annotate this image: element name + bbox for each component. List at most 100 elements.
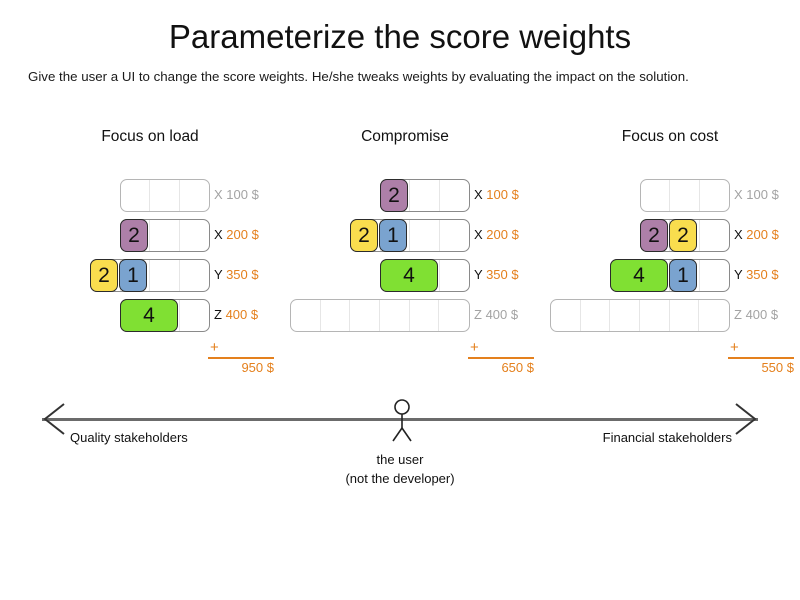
weight-track-cell[interactable]	[551, 300, 581, 331]
weight-block[interactable]: 1	[669, 259, 697, 292]
total-plus-sign: +	[470, 339, 479, 356]
weight-track-cell[interactable]	[700, 180, 729, 211]
weight-track-cell[interactable]	[150, 180, 180, 211]
weight-track-cell[interactable]	[670, 260, 700, 291]
total-sum: 650 $	[501, 359, 534, 375]
weight-track-cell[interactable]	[670, 180, 700, 211]
row-cost-label: Y 350 $	[214, 267, 259, 282]
weight-block[interactable]: 4	[610, 259, 668, 292]
row-amount: 100 $	[226, 187, 259, 202]
weight-row[interactable]: X 100 $	[0, 176, 800, 216]
total-rule	[468, 357, 534, 359]
weight-block[interactable]: 4	[120, 299, 178, 332]
weight-block[interactable]: 2	[120, 219, 148, 252]
weight-track-cell[interactable]	[121, 180, 151, 211]
weight-track[interactable]	[120, 179, 210, 212]
weight-row[interactable]: Z 400 $	[0, 296, 800, 336]
weight-track-cell[interactable]	[641, 180, 671, 211]
row-cost-label: Z 400 $	[214, 307, 258, 322]
axis-label-quality: Quality stakeholders	[70, 430, 188, 445]
weight-track-cell[interactable]	[670, 300, 700, 331]
row-cost-label: X 100 $	[734, 187, 779, 202]
weight-block[interactable]: 2	[90, 259, 118, 292]
weight-block[interactable]: 2	[640, 219, 668, 252]
row-key: X	[734, 227, 743, 242]
weight-track-cell[interactable]	[610, 300, 641, 331]
weight-track-cell[interactable]	[670, 220, 700, 251]
weight-track-cell[interactable]	[700, 220, 729, 251]
weight-track-cell[interactable]	[410, 220, 440, 251]
weight-blocks: 4	[380, 259, 438, 292]
weight-track-cell[interactable]	[150, 220, 180, 251]
weight-track-cell[interactable]	[640, 300, 670, 331]
weight-track-cell[interactable]	[321, 300, 351, 331]
row-cost-label: X 200 $	[734, 227, 779, 242]
column-header: Focus on load	[101, 128, 199, 145]
row-cost-label: X 200 $	[474, 227, 519, 242]
row-key: Y	[734, 267, 743, 282]
weight-block[interactable]: 1	[119, 259, 147, 292]
total-sum: 950 $	[241, 359, 274, 375]
weight-track[interactable]	[640, 179, 730, 212]
weight-block[interactable]: 2	[350, 219, 378, 252]
total-sum: 550 $	[761, 359, 794, 375]
weight-track-cell[interactable]	[380, 300, 410, 331]
total-rule	[208, 357, 274, 359]
column-header: Focus on cost	[621, 128, 719, 145]
weight-track-cell[interactable]	[350, 300, 381, 331]
weight-track-cell[interactable]	[699, 300, 729, 331]
weight-track-cell[interactable]	[700, 260, 729, 291]
weight-blocks: 4	[120, 299, 178, 332]
weight-track-cell[interactable]	[381, 180, 411, 211]
weight-row[interactable]: 4 Y 350 $	[0, 256, 800, 296]
row-key: Y	[474, 267, 483, 282]
weight-row[interactable]: 4 Z 400 $	[0, 296, 800, 336]
weight-track[interactable]	[290, 299, 470, 332]
row-amount: 350 $	[226, 267, 259, 282]
row-key: X	[474, 187, 483, 202]
row-key: X	[734, 187, 743, 202]
weight-block[interactable]: 1	[379, 219, 407, 252]
weight-row[interactable]: 2 X 100 $	[0, 176, 800, 216]
weight-block[interactable]: 4	[380, 259, 438, 292]
weight-track-cell[interactable]	[381, 220, 410, 251]
weight-row[interactable]: 2 X 200 $	[0, 216, 800, 256]
weight-track-cell[interactable]	[150, 260, 180, 291]
weight-track-cell[interactable]	[581, 300, 611, 331]
weight-blocks: 2	[120, 219, 148, 252]
row-key: X	[214, 187, 223, 202]
weight-track-cell[interactable]	[410, 300, 440, 331]
weight-track-cell[interactable]	[410, 260, 440, 291]
weight-track-cell[interactable]	[291, 300, 321, 331]
stakeholder-axis-line	[42, 418, 758, 421]
row-key: Y	[214, 267, 223, 282]
figure-caption: the user (not the developer)	[0, 450, 800, 488]
weight-track-cell[interactable]	[121, 220, 151, 251]
weight-track-cell[interactable]	[410, 180, 440, 211]
row-key: Z	[214, 307, 222, 322]
page-subtitle: Give the user a UI to change the score w…	[28, 69, 689, 84]
page-title: Parameterize the score weights	[168, 18, 632, 55]
weight-block[interactable]: 2	[669, 219, 697, 252]
axis-label-financial: Financial stakeholders	[602, 430, 732, 445]
weight-track-cell[interactable]	[121, 260, 150, 291]
weight-track[interactable]	[550, 299, 730, 332]
weight-row[interactable]: X 100 $	[0, 176, 800, 216]
row-cost-label: X 200 $	[214, 227, 259, 242]
column-total: +650 $	[468, 339, 534, 375]
weight-row[interactable]: Z 400 $	[0, 296, 800, 336]
row-cost-label: Z 400 $	[474, 307, 518, 322]
row-amount: 100 $	[486, 187, 519, 202]
weight-track-cell[interactable]	[150, 300, 180, 331]
row-key: X	[474, 227, 483, 242]
row-cost-label: X 100 $	[474, 187, 519, 202]
stick-figure-user-icon	[380, 398, 424, 444]
weight-block[interactable]: 2	[380, 179, 408, 212]
